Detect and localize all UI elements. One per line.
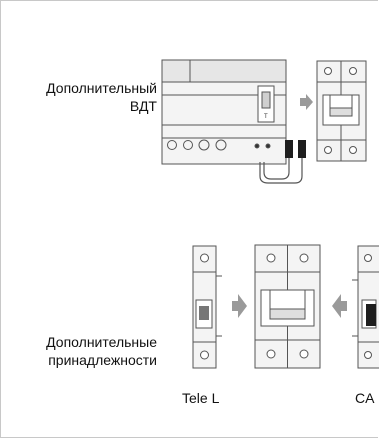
arrow-right-icon-2 [232,294,247,318]
rcd-label: Дополнительный ВДТ [46,79,157,115]
tele-l-module [192,245,222,369]
arrow-left-icon [332,294,347,318]
circuit-breaker-top [316,60,367,162]
ca-caption: CA [355,390,375,406]
rcd-block-illustration: T [161,59,287,165]
ca-module [352,245,379,369]
rcd-wiring [259,140,306,184]
accessories-label-line-2: принадлежности [48,352,157,368]
circuit-breaker-main [254,244,321,369]
svg-text:T: T [264,114,268,120]
tele-l-caption: Tele L [182,390,220,406]
arrow-right-icon [300,94,313,110]
rcd-label-line-2: ВДТ [129,98,157,114]
accessories-label-line-1: Дополнительные [46,334,157,350]
accessories-label: Дополнительные принадлежности [46,333,157,369]
rcd-label-line-1: Дополнительный [46,80,157,96]
